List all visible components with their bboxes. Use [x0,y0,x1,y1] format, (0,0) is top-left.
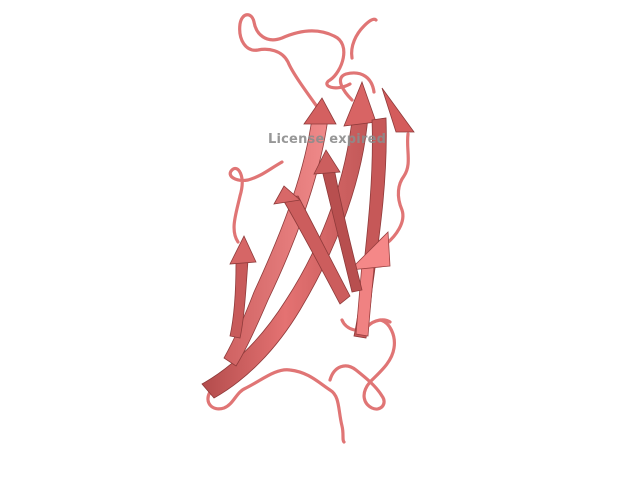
coil-top-mid [338,71,376,102]
strand-h-head [313,149,341,175]
strand-d [281,195,351,305]
strand-b-head [303,97,337,125]
coil-left [228,160,284,244]
coil-loops [206,13,410,444]
beta-strands [201,80,415,399]
license-watermark: License expired [268,132,387,147]
strand-g-head [381,87,415,133]
coil-right [384,132,410,246]
coil-top-left [238,13,352,110]
coil-top-right [350,17,378,60]
coil-bottom-right [328,318,396,411]
strand-c-head [229,235,257,265]
strand-c [229,259,249,339]
strand-d-head [273,185,301,205]
strand-h [321,167,363,293]
strand-a-head [343,80,377,127]
coil-bottom-left [206,368,346,444]
strand-f-head [348,231,391,271]
